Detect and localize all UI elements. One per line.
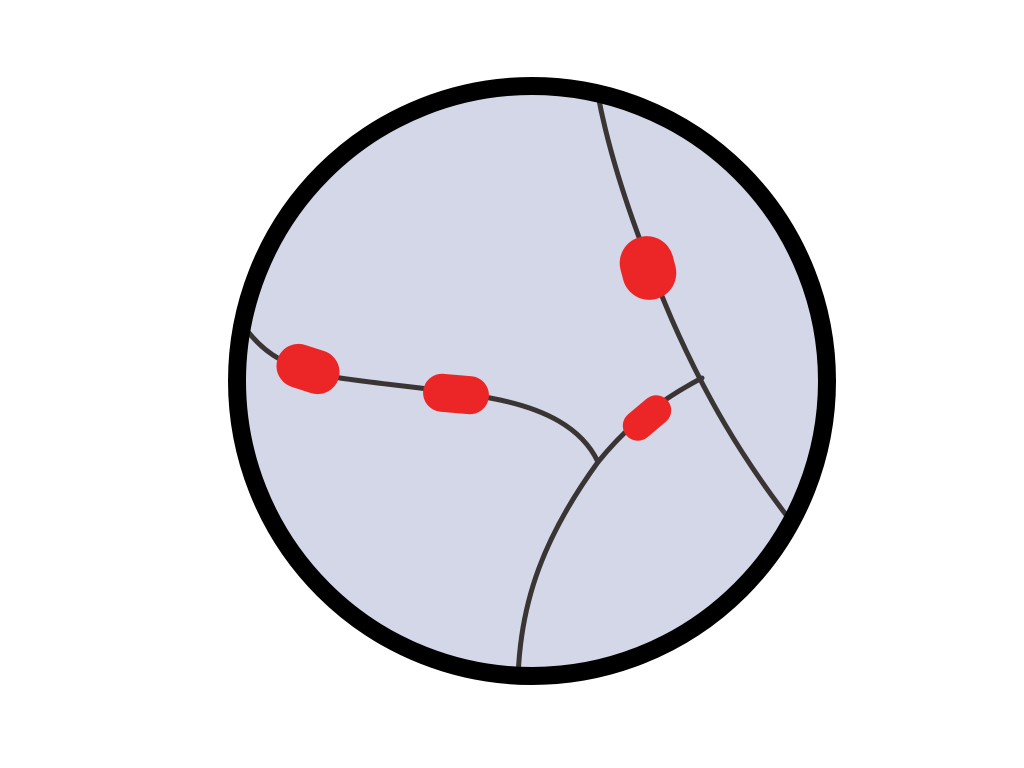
marker-connector bbox=[622, 395, 672, 441]
marker-middle bbox=[423, 373, 489, 415]
marker-left bbox=[276, 343, 340, 395]
circle-border bbox=[228, 77, 836, 685]
marker-top-right bbox=[619, 236, 677, 300]
markers-group bbox=[276, 236, 677, 441]
circle-fill bbox=[237, 86, 827, 676]
top-right-line bbox=[595, 92, 793, 523]
bottom-line bbox=[515, 459, 601, 676]
